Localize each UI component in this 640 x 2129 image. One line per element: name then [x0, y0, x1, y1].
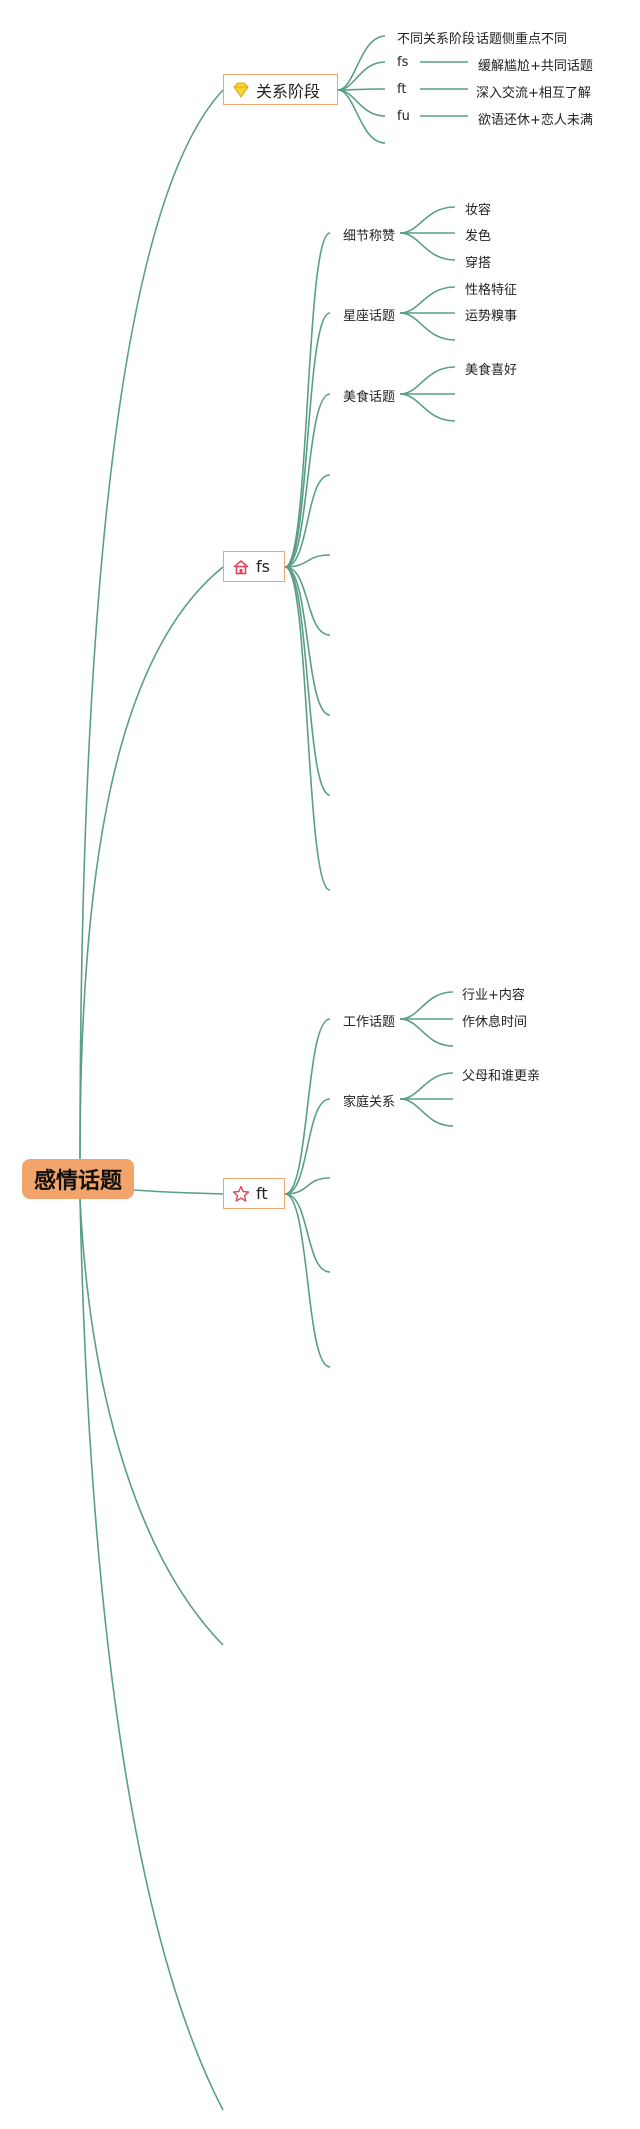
ft-leaf[interactable]: 行业+内容 [462, 988, 525, 1003]
fs-leaf[interactable]: 美食喜好 [465, 363, 518, 378]
fs-group-label[interactable]: 美食话题 [343, 390, 396, 405]
diamond-icon [233, 82, 249, 98]
relationship-item-right[interactable]: 话题侧重点不同 [476, 32, 568, 47]
relationship-item-left[interactable]: fu [397, 109, 410, 124]
fs-leaf[interactable]: 运势糗事 [465, 309, 518, 324]
fs-leaf[interactable]: 发色 [465, 229, 492, 244]
ft-group-label[interactable]: 工作话题 [343, 1015, 396, 1030]
home-icon [233, 559, 249, 574]
fs-leaf[interactable]: 妆容 [465, 203, 492, 218]
ft-leaf[interactable]: 作休息时间 [462, 1015, 528, 1030]
fs-leaf[interactable]: 穿搭 [465, 256, 492, 271]
relationship-item-left[interactable]: ft [397, 82, 407, 97]
ft-leaf[interactable]: 父母和谁更亲 [462, 1069, 541, 1084]
fs-group-label[interactable]: 星座话题 [343, 309, 396, 324]
root-topic-label: 感情话题 [33, 1169, 122, 1194]
root-topic[interactable]: 感情话题 [22, 1159, 134, 1199]
relationship-item-left[interactable]: 不同关系阶段 [397, 32, 476, 47]
fs-leaf[interactable]: 性格特征 [465, 283, 518, 298]
fs-group-label[interactable]: 细节称赞 [343, 229, 396, 244]
topic-ft[interactable]: ft [223, 1178, 285, 1209]
star-icon [232, 1185, 250, 1202]
topic-label: ft [256, 1184, 268, 1203]
topic-label: fs [256, 557, 270, 576]
relationship-item-right[interactable]: 深入交流+相互了解 [476, 86, 591, 101]
topic-label: 关系阶段 [256, 81, 321, 101]
relationship-item-left[interactable]: fs [397, 55, 409, 70]
relationship-item-right[interactable]: 缓解尴尬+共同话题 [478, 59, 593, 74]
topic-fs[interactable]: fs [223, 551, 285, 582]
relationship-item-right[interactable]: 欲语还休+恋人未满 [478, 113, 593, 128]
ft-group-label[interactable]: 家庭关系 [343, 1095, 396, 1110]
topic-relationship-stage[interactable]: 关系阶段 [223, 74, 338, 105]
